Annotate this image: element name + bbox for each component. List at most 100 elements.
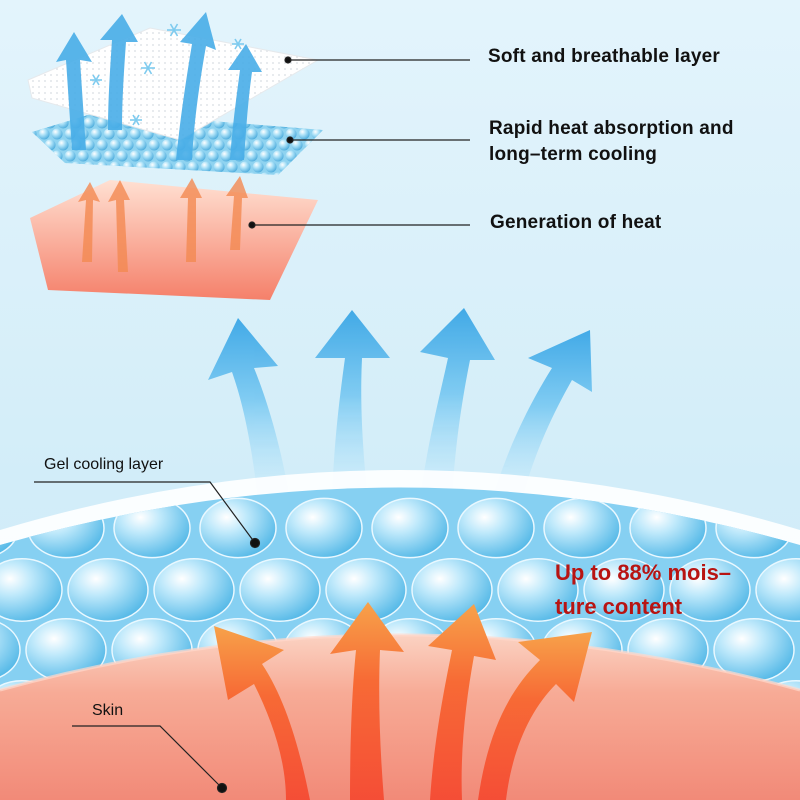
gel-bubble — [371, 497, 449, 559]
pad-gel-bubble — [155, 150, 167, 162]
pad-gel-bubble — [291, 117, 303, 129]
pad-gel-bubble — [194, 172, 206, 175]
pad-gel-bubble — [38, 172, 50, 175]
pad-gel-bubble — [272, 112, 284, 118]
pad-gel-bubble — [304, 117, 316, 129]
gel-bubble — [285, 497, 363, 559]
pad-gel-bubble — [213, 139, 225, 151]
pad-cool-arrow-1 — [56, 32, 92, 150]
pad-gel-bubble — [272, 128, 284, 140]
pad-gel-bubble — [278, 117, 290, 129]
pad-gel-bubble — [161, 139, 173, 151]
pad-gel-bubble — [239, 161, 251, 173]
pad-gel-bubble — [285, 172, 297, 175]
pad-gel-bubble — [90, 150, 102, 162]
pad-gel-bubble — [77, 150, 89, 162]
pad-gel-bubble — [96, 161, 108, 173]
pad-gel-bubble — [168, 172, 180, 175]
cool-arrows — [208, 308, 592, 500]
pad-gel-bubble — [83, 139, 95, 151]
pad-gel-bubble — [51, 150, 63, 162]
pad-gel-bubble — [311, 112, 323, 118]
pad-gel-bubble — [246, 112, 258, 118]
gel-bubble — [457, 497, 535, 559]
pad-gel-bubble — [298, 112, 310, 118]
warm-arrow-2 — [330, 602, 404, 800]
pad-gel-bubble — [44, 117, 56, 129]
warm-arrow-3 — [428, 604, 496, 800]
pad-gel-bubble — [122, 139, 134, 151]
pad-gel-bubble — [38, 112, 50, 118]
pad-gel-bubble — [265, 161, 277, 173]
gel-bubble — [543, 497, 621, 559]
pad-gel-bubble — [83, 117, 95, 129]
pad-gel-bubble — [116, 128, 128, 140]
pad-gel-bubble — [32, 172, 37, 175]
pad-gel-bubble — [38, 150, 50, 162]
pad-gel-bubble — [194, 150, 206, 162]
pad-gel-bubble — [207, 128, 219, 140]
pad-gel-bubble — [32, 161, 43, 173]
pad-gel-bubble — [32, 112, 37, 118]
pad-gel-bubble — [220, 172, 232, 175]
pad-gel-bubble — [226, 161, 238, 173]
pad-gel-bubble — [70, 161, 82, 173]
cool-arrow-3 — [420, 308, 495, 500]
pad-gel-bubble — [187, 161, 199, 173]
pad-gel-bubble — [148, 139, 160, 151]
pad-gel-bubble — [57, 161, 69, 173]
soft-layer-label: Soft and breathable layer — [488, 46, 721, 67]
pad-gel-bubble — [135, 161, 147, 173]
skin-layer — [0, 635, 800, 800]
pad-gel-bubble — [220, 128, 232, 140]
pad-gel-bubble — [38, 128, 50, 140]
pad-gel-bubble — [57, 139, 69, 151]
pad-gel-bubble — [265, 117, 277, 129]
moisture-callout: Up to 88% mois– ture content — [555, 556, 731, 624]
gel-bubble — [199, 497, 277, 559]
pad-gel-bubble — [285, 128, 297, 140]
cool-arrow-2 — [315, 310, 390, 500]
pad-gel-bubble — [32, 128, 37, 140]
gel-bubble — [497, 558, 579, 622]
warm-arrow-4 — [478, 632, 592, 800]
warm-arrow-1 — [214, 626, 310, 800]
pad-gel-bubble — [51, 172, 63, 175]
pad-gel-bubble — [246, 150, 258, 162]
absorption-label-line2: long–term cooling — [489, 144, 658, 165]
pad-gel-bubble — [220, 150, 232, 162]
pad-gel-bubble — [252, 161, 264, 173]
pad-gel-bubble — [103, 150, 115, 162]
pad-gel-bubble — [122, 161, 134, 173]
pad-gel-bubble — [77, 172, 89, 175]
pad-gel-bubble — [135, 139, 147, 151]
pad-gel-bubble — [129, 128, 141, 140]
pad-gel-bubble — [155, 172, 167, 175]
snowflake-icons — [90, 23, 244, 126]
pad-gel-bubble — [213, 161, 225, 173]
pad-gel-bubble — [174, 161, 186, 173]
heat-generation-label: Generation of heat — [490, 212, 662, 233]
pad-gel-bubble — [259, 172, 271, 175]
pad-gel-bubble — [252, 117, 264, 129]
absorption-label-line1: Rapid heat absorption and — [489, 118, 734, 139]
pad-gel-bubble — [148, 161, 160, 173]
heat-layer-pad — [30, 180, 318, 300]
pad-gel-bubble — [317, 139, 323, 151]
pad-gel-bubble — [304, 161, 316, 173]
pad-gel-bubble — [90, 172, 102, 175]
pad-gel-bubble — [32, 150, 37, 162]
gel-layer-label: Gel cooling layer — [44, 456, 164, 473]
pad-illustration — [27, 12, 323, 300]
gel-bubble — [755, 558, 800, 622]
pad-gel-bubble — [129, 150, 141, 162]
pad-gel-bubble — [298, 128, 310, 140]
pad-gel-bubble — [259, 112, 271, 118]
pad-gel-bubble — [32, 117, 43, 129]
pad-gel-bubble — [298, 150, 310, 162]
warm-arrows — [214, 602, 592, 800]
pad-gel-bubble — [272, 172, 284, 175]
pad-gel-bubble — [317, 117, 323, 129]
pad-gel-bubble — [96, 139, 108, 151]
pad-gel-bubble — [109, 161, 121, 173]
